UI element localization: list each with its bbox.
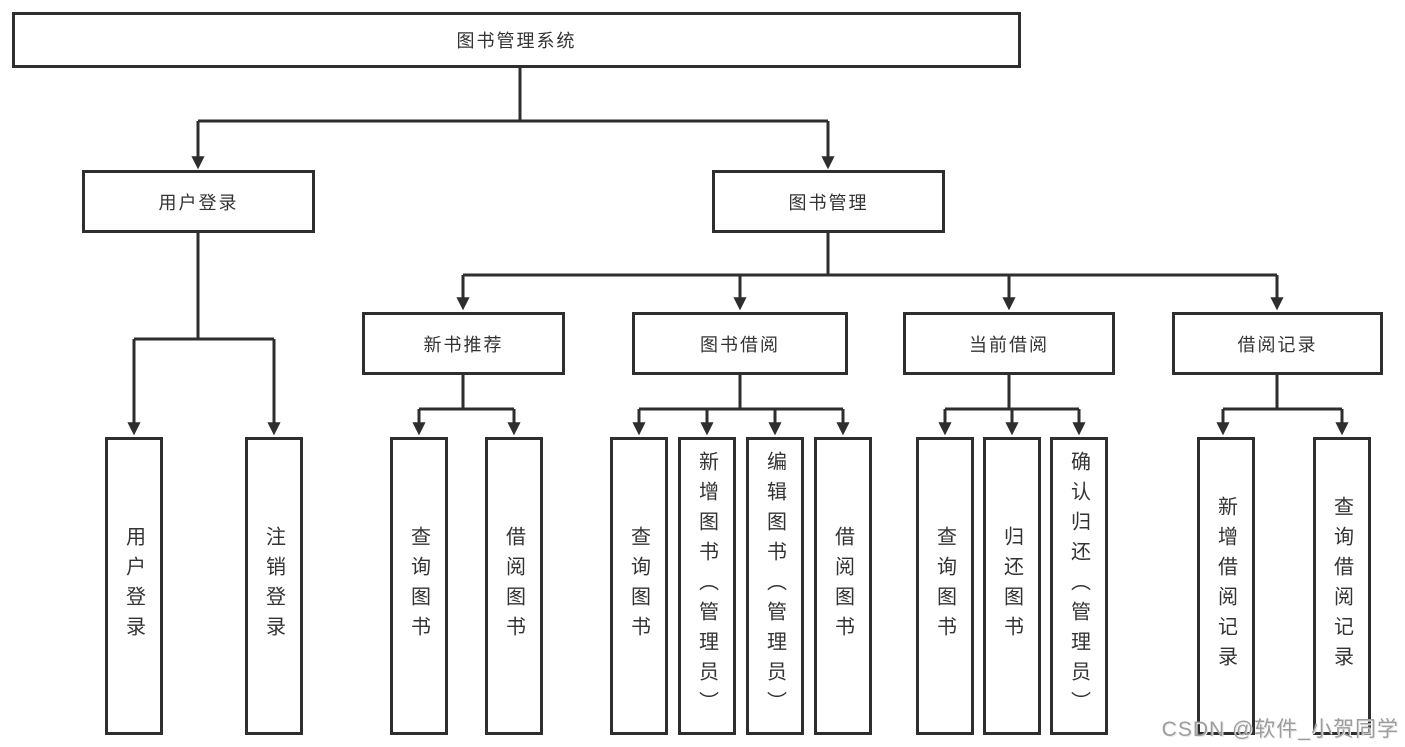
node-leaf-borrow-edit-admin: 编辑图书（管理员） bbox=[746, 437, 804, 735]
node-root-system: 图书管理系统 bbox=[12, 12, 1021, 68]
node-leaf-newbook-borrow: 借阅图书 bbox=[485, 437, 543, 735]
node-new-book-recommend: 新书推荐 bbox=[362, 312, 565, 375]
connector-currentborrow-to-leaves bbox=[938, 375, 1086, 436]
node-leaf-record-add: 新增借阅记录 bbox=[1197, 437, 1255, 735]
node-leaf-borrow-query: 查询图书 bbox=[610, 437, 668, 735]
node-book-management: 图书管理 bbox=[712, 170, 945, 233]
node-leaf-user-login: 用户登录 bbox=[105, 437, 163, 735]
node-book-borrow: 图书借阅 bbox=[632, 312, 848, 375]
csdn-watermark: CSDN @软件_小贺同学 bbox=[1161, 718, 1399, 741]
node-leaf-current-query: 查询图书 bbox=[916, 437, 974, 735]
node-borrow-records: 借阅记录 bbox=[1172, 312, 1383, 375]
node-leaf-borrow-add-admin: 新增图书（管理员） bbox=[678, 437, 736, 735]
node-user-login: 用户登录 bbox=[82, 170, 315, 233]
node-current-borrow: 当前借阅 bbox=[903, 312, 1115, 375]
connector-bookmgmt-to-level3 bbox=[456, 233, 1284, 311]
node-leaf-current-confirm-admin: 确认归还（管理员） bbox=[1050, 437, 1108, 735]
node-leaf-record-query: 查询借阅记录 bbox=[1313, 437, 1371, 735]
connector-records-to-leaves bbox=[1216, 375, 1349, 436]
connector-root-to-level2 bbox=[191, 68, 835, 170]
connector-userlogin-to-leaves bbox=[127, 233, 281, 436]
connector-bookborrow-to-leaves bbox=[632, 375, 850, 436]
node-leaf-current-return: 归还图书 bbox=[983, 437, 1041, 735]
connector-newbook-to-leaves bbox=[412, 375, 521, 436]
node-leaf-borrow-borrow: 借阅图书 bbox=[814, 437, 872, 735]
node-leaf-newbook-query: 查询图书 bbox=[390, 437, 448, 735]
node-leaf-logout: 注销登录 bbox=[245, 437, 303, 735]
